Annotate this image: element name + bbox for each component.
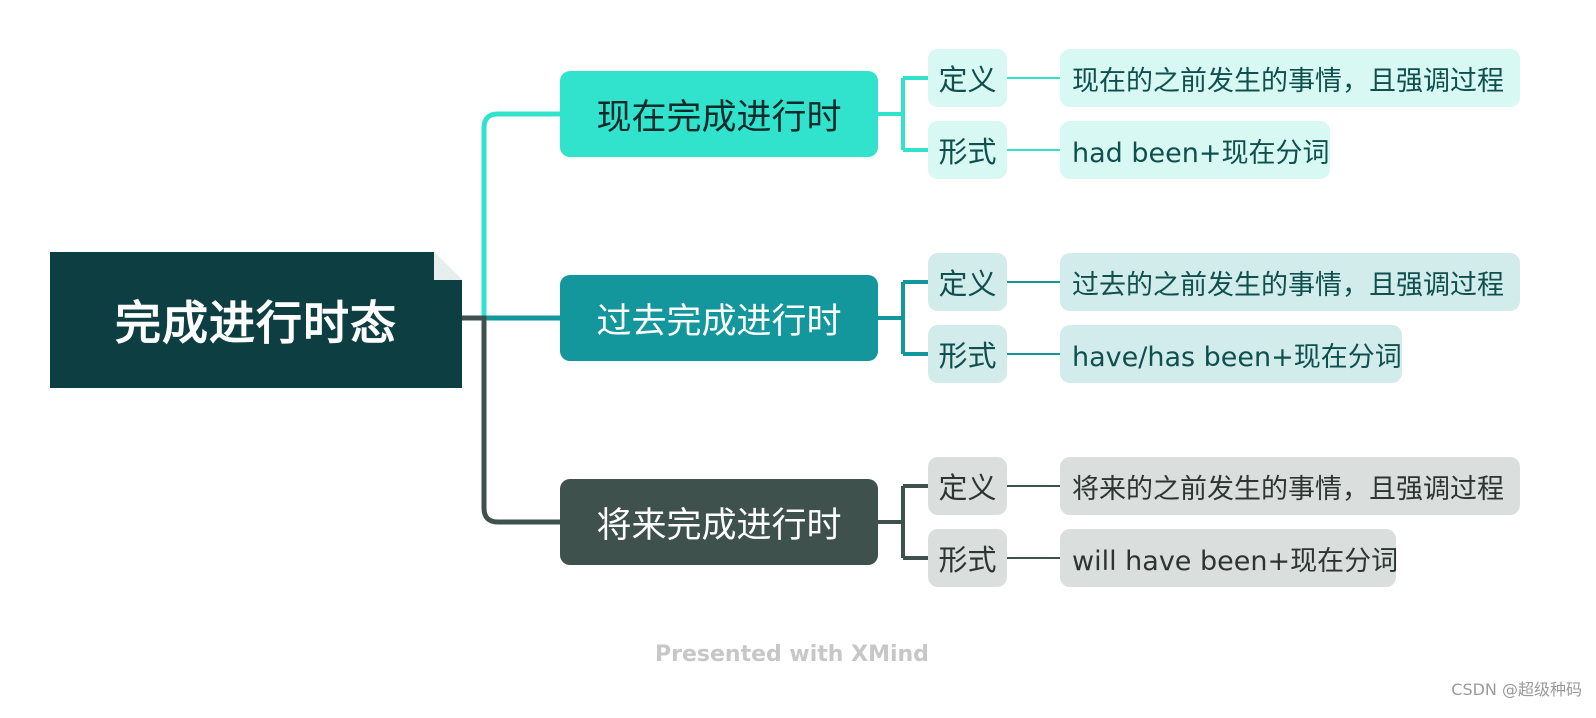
connector-branch3-labels bbox=[878, 484, 928, 560]
label-definition[interactable]: 定义 bbox=[928, 457, 1007, 515]
label-form[interactable]: 形式 bbox=[928, 529, 1007, 587]
content-text: 将来的之前发生的事情，且强调过程 bbox=[1072, 473, 1504, 505]
content-text: have/has been+现在分词 bbox=[1072, 341, 1402, 373]
label-text: 形式 bbox=[938, 543, 997, 577]
label-text: 定义 bbox=[938, 267, 997, 301]
branch-title: 将来完成进行时 bbox=[596, 505, 842, 546]
branch-present-perfect-continuous[interactable]: 现在完成进行时 bbox=[560, 71, 878, 157]
connector-branch1-labels bbox=[878, 76, 928, 152]
root-topic-title: 完成进行时态 bbox=[115, 296, 397, 350]
label-form[interactable]: 形式 bbox=[928, 121, 1007, 179]
connector-branch2-labels bbox=[878, 280, 928, 356]
branch-past-perfect-continuous[interactable]: 过去完成进行时 bbox=[560, 275, 878, 361]
label-form[interactable]: 形式 bbox=[928, 325, 1007, 383]
content-text: will have been+现在分词 bbox=[1072, 545, 1399, 577]
folded-corner-icon bbox=[434, 252, 462, 280]
label-definition[interactable]: 定义 bbox=[928, 49, 1007, 107]
content-form[interactable]: had been+现在分词 bbox=[1060, 121, 1330, 179]
content-form[interactable]: will have been+现在分词 bbox=[1060, 529, 1399, 587]
root-topic[interactable]: 完成进行时态 bbox=[50, 252, 462, 388]
content-text: had been+现在分词 bbox=[1072, 137, 1330, 169]
label-text: 形式 bbox=[938, 339, 997, 373]
label-text: 定义 bbox=[938, 471, 997, 505]
content-form[interactable]: have/has been+现在分词 bbox=[1060, 325, 1402, 383]
content-definition[interactable]: 将来的之前发生的事情，且强调过程 bbox=[1060, 457, 1520, 515]
branch-title: 过去完成进行时 bbox=[596, 301, 842, 342]
connector-root-branch3 bbox=[462, 315, 560, 525]
content-text: 过去的之前发生的事情，且强调过程 bbox=[1072, 269, 1504, 301]
branch-title: 现在完成进行时 bbox=[596, 97, 842, 138]
connector-root-branch1 bbox=[462, 111, 560, 321]
branch-future-perfect-continuous[interactable]: 将来完成进行时 bbox=[560, 479, 878, 565]
content-definition[interactable]: 过去的之前发生的事情，且强调过程 bbox=[1060, 253, 1520, 311]
csdn-watermark: CSDN @超级种码 bbox=[1451, 680, 1582, 699]
label-definition[interactable]: 定义 bbox=[928, 253, 1007, 311]
label-text: 定义 bbox=[938, 63, 997, 97]
presented-with-footer: Presented with XMind bbox=[655, 642, 929, 667]
content-definition[interactable]: 现在的之前发生的事情，且强调过程 bbox=[1060, 49, 1520, 107]
content-text: 现在的之前发生的事情，且强调过程 bbox=[1072, 65, 1504, 97]
label-text: 形式 bbox=[938, 135, 997, 169]
